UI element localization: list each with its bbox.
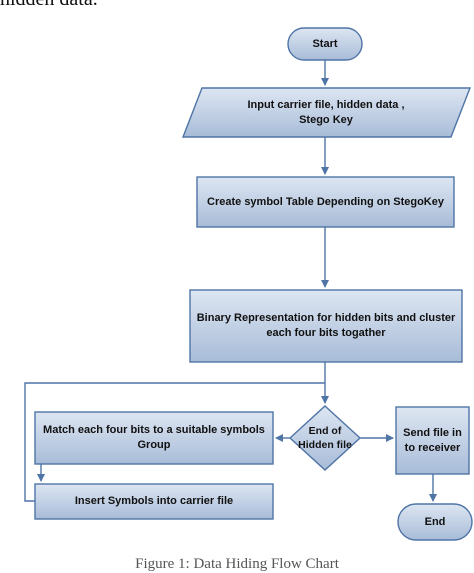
binary-process bbox=[189, 289, 463, 363]
symbol-table-process bbox=[196, 176, 455, 228]
start-terminator bbox=[287, 27, 363, 61]
decision-diamond bbox=[288, 405, 362, 471]
top-text-fragment: hidden data. bbox=[0, 0, 98, 11]
edge-insert-loop-back bbox=[24, 382, 325, 502]
end-terminator bbox=[397, 503, 473, 541]
send-process bbox=[395, 406, 470, 475]
insert-process bbox=[34, 483, 274, 520]
figure-caption: Figure 1: Data Hiding Flow Chart bbox=[135, 556, 339, 572]
match-process bbox=[34, 411, 274, 465]
input-parallelogram bbox=[181, 87, 472, 138]
